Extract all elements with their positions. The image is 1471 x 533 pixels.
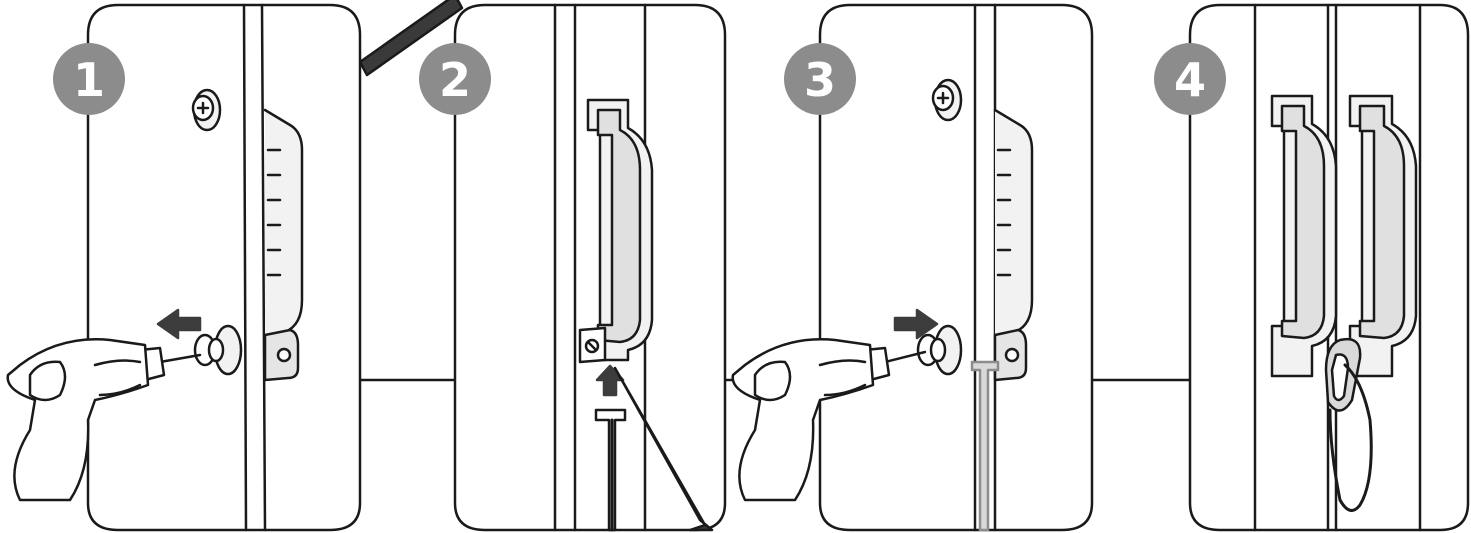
- hinge-bracket-icon: [580, 328, 605, 362]
- hinge-bracket-icon: [995, 330, 1026, 380]
- lock-body-icon: [995, 110, 1032, 340]
- lock-body-icon: [265, 110, 302, 340]
- step-number-2: 2: [439, 53, 471, 107]
- hinge-bracket-icon: [265, 330, 298, 380]
- screw-icon: [193, 90, 220, 130]
- step-number-1: 1: [73, 53, 105, 107]
- step-number-3: 3: [804, 53, 836, 107]
- panel-3: [733, 5, 1092, 530]
- step-number-4: 4: [1174, 53, 1206, 107]
- panel-1: [8, 5, 360, 530]
